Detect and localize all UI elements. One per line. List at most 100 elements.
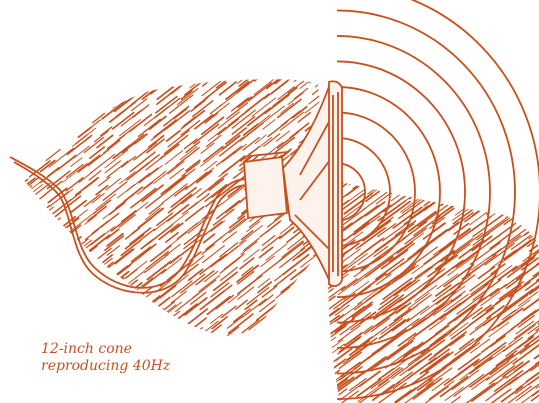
hatch-stroke	[8, 279, 20, 288]
hatch-stroke	[469, 187, 500, 209]
hatch-stroke	[308, 55, 327, 70]
hatch-stroke	[31, 119, 53, 136]
hatch-stroke	[114, 303, 138, 322]
hatch-stroke	[508, 183, 525, 195]
hatch-stroke	[299, 279, 314, 291]
hatch-stroke	[75, 270, 88, 280]
hatch-stroke	[310, 73, 323, 83]
hatch-stroke	[521, 176, 537, 188]
hatch-stroke	[469, 170, 499, 191]
hatch-stroke	[27, 235, 48, 252]
hatch-stroke	[501, 183, 521, 198]
hatch-stroke	[138, 307, 155, 320]
hatch-stroke	[24, 79, 49, 99]
hatch-stroke	[532, 174, 539, 186]
hatch-stroke	[263, 236, 275, 246]
hatch-stroke	[226, 82, 249, 100]
hatch-stroke	[151, 82, 166, 94]
hatch-stroke	[319, 289, 333, 299]
hatch-stroke	[158, 311, 180, 328]
hatch-stroke	[227, 103, 248, 119]
hatch-stroke	[232, 51, 257, 70]
hatch-stroke	[202, 245, 214, 255]
hatch-stroke	[124, 63, 140, 75]
hatch-stroke	[516, 165, 539, 184]
hatch-stroke	[242, 231, 253, 240]
hatch-stroke	[97, 314, 120, 332]
hatch-stroke	[46, 133, 63, 146]
hatch-stroke	[41, 111, 66, 130]
hatch-stroke	[285, 63, 303, 77]
hatch-stroke	[266, 317, 280, 328]
hatch-stroke	[391, 183, 406, 194]
hatch-stroke	[59, 67, 72, 77]
hatch-stroke	[94, 305, 105, 314]
hatch-stroke	[150, 68, 167, 81]
hatch-stroke	[96, 69, 107, 78]
hatch-stroke	[157, 85, 182, 104]
hatch-stroke	[8, 268, 24, 281]
hatch-stroke	[47, 106, 62, 118]
hatch-stroke	[430, 334, 445, 345]
hatch-stroke	[159, 66, 171, 76]
hatch-stroke	[86, 267, 109, 285]
hatch-stroke	[71, 276, 95, 294]
hatch-stroke	[279, 302, 298, 317]
hatch-stroke	[445, 387, 463, 400]
hatch-stroke	[85, 215, 97, 224]
hatch-stroke	[464, 179, 491, 198]
hatch-stroke	[54, 318, 66, 327]
hatch-stroke	[238, 60, 257, 75]
hatch-stroke	[251, 52, 274, 70]
hatch-stroke	[10, 327, 25, 339]
hatch-stroke	[349, 167, 374, 185]
hatch-stroke	[200, 60, 220, 76]
hatch-stroke	[66, 91, 86, 107]
hatch-stroke	[138, 66, 151, 76]
hatch-stroke	[145, 208, 160, 220]
hatch-stroke	[503, 163, 520, 176]
hatch-stroke	[105, 161, 120, 173]
hatch-stroke	[120, 332, 132, 341]
hatch-stroke	[388, 168, 409, 183]
hatch-stroke	[319, 371, 339, 386]
hatch-stroke	[41, 92, 65, 111]
hatch-stroke	[309, 93, 324, 104]
hatch-stroke	[182, 162, 200, 176]
hatch-stroke	[9, 118, 33, 137]
hatch-stroke	[287, 330, 301, 341]
hatch-stroke	[247, 221, 260, 231]
hatch-stroke	[56, 272, 80, 291]
hatch-stroke	[171, 188, 196, 207]
hatch-stroke	[298, 113, 310, 122]
hatch-stroke	[46, 233, 68, 250]
hatch-stroke	[89, 307, 110, 323]
hatch-stroke	[67, 136, 91, 155]
hatch-stroke	[217, 201, 240, 219]
hatch-stroke	[138, 293, 152, 304]
hatch-stroke	[76, 320, 93, 333]
hatch-stroke	[149, 204, 163, 215]
hatch-stroke	[24, 82, 37, 92]
hatch-stroke	[93, 200, 111, 214]
hatch-stroke	[204, 325, 221, 338]
hatch-stroke	[510, 170, 524, 180]
hatch-stroke	[249, 83, 272, 101]
hatch-stroke	[410, 183, 432, 199]
hatch-stroke	[516, 377, 539, 394]
hatch-stroke	[459, 223, 483, 240]
hatch-stroke	[104, 71, 128, 90]
illustration-caption: 12-inch cone reproducing 40Hz	[41, 341, 211, 375]
hatch-stroke	[7, 82, 27, 98]
hatch-stroke	[61, 103, 82, 120]
hatch-stroke	[124, 297, 142, 311]
hatch-stroke	[249, 316, 266, 329]
hatch-stroke	[35, 271, 54, 286]
hatch-stroke	[32, 287, 56, 305]
hatch-stroke	[512, 314, 533, 329]
hatch-stroke	[261, 256, 274, 266]
hatch-stroke	[50, 265, 64, 276]
hatch-stroke	[52, 241, 74, 258]
speaker-cone	[10, 81, 342, 293]
hatch-stroke	[239, 68, 262, 86]
